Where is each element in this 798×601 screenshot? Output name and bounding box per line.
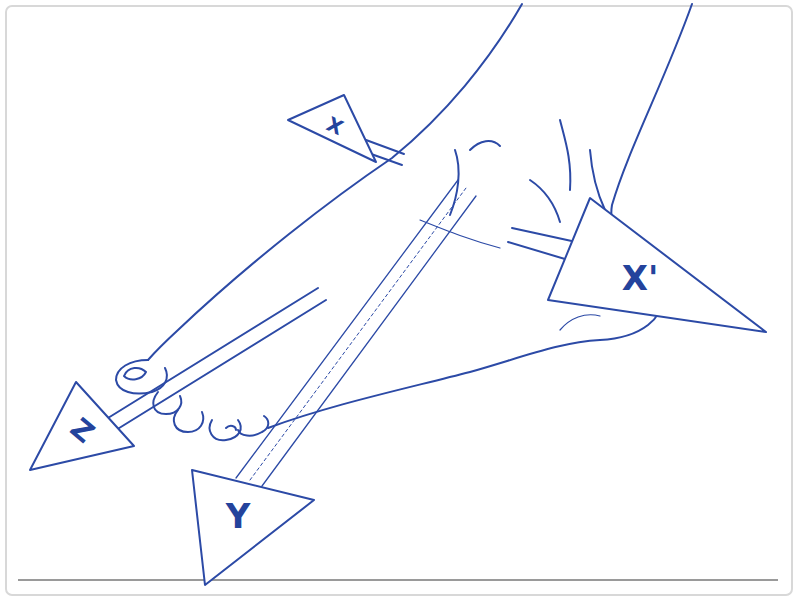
axis-label: X' [622,261,659,295]
axis-label: Y [226,499,251,533]
